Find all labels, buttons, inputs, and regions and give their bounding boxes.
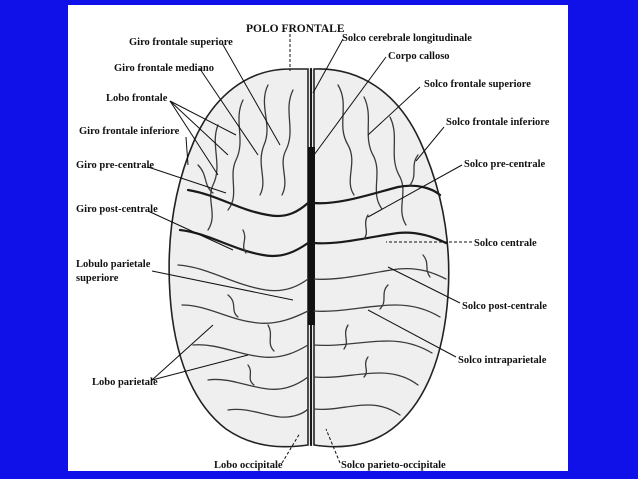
right-hemisphere xyxy=(313,68,450,448)
brain-diagram: POLO FRONTALE Giro frontale superiore Gi… xyxy=(76,23,550,471)
label-giro-pre-centrale: Giro pre-centrale xyxy=(76,160,154,171)
label-lobulo-parietale: Lobulo parietale xyxy=(76,259,151,270)
right-central-sulcus xyxy=(312,231,448,245)
diagram-panel: POLO FRONTALE Giro frontale superiore Gi… xyxy=(68,5,568,471)
left-central-sulcus xyxy=(178,228,310,258)
label-solco-parieto-occipitale: Solco parieto-occipitale xyxy=(341,460,446,471)
label-solco-post-centrale: Solco post-centrale xyxy=(462,301,547,312)
labels: POLO FRONTALE Giro frontale superiore Gi… xyxy=(76,23,550,471)
label-lobo-frontale: Lobo frontale xyxy=(106,93,168,104)
label-solco-pre-centrale: Solco pre-centrale xyxy=(464,159,545,170)
corpus-callosum-shape xyxy=(308,147,315,325)
label-lobo-occipitale: Lobo occipitale xyxy=(214,460,283,471)
label-solco-cerebrale-longitudinale: Solco cerebrale longitudinale xyxy=(342,33,472,44)
label-giro-post-centrale: Giro post-centrale xyxy=(76,204,158,215)
right-precentral-sulcus xyxy=(312,184,442,205)
label-giro-frontale-inferiore: Giro frontale inferiore xyxy=(79,126,180,137)
left-hemisphere xyxy=(168,68,309,448)
label-lobulo-parietale-superiore: superiore xyxy=(76,273,119,284)
label-lobo-parietale: Lobo parietale xyxy=(92,377,158,388)
label-giro-frontale-mediano: Giro frontale mediano xyxy=(114,63,214,74)
leader-lines xyxy=(147,34,472,464)
label-corpo-calloso: Corpo calloso xyxy=(388,51,450,62)
label-polo-frontale: POLO FRONTALE xyxy=(246,23,345,35)
label-solco-frontale-superiore: Solco frontale superiore xyxy=(424,79,531,90)
label-solco-intraparietale: Solco intraparietale xyxy=(458,355,547,366)
brain-illustration xyxy=(168,67,450,448)
label-solco-centrale: Solco centrale xyxy=(474,238,537,249)
label-solco-frontale-inferiore: Solco frontale inferiore xyxy=(446,117,550,128)
left-precentral-sulcus xyxy=(186,188,310,218)
label-giro-frontale-superiore: Giro frontale superiore xyxy=(129,37,233,48)
